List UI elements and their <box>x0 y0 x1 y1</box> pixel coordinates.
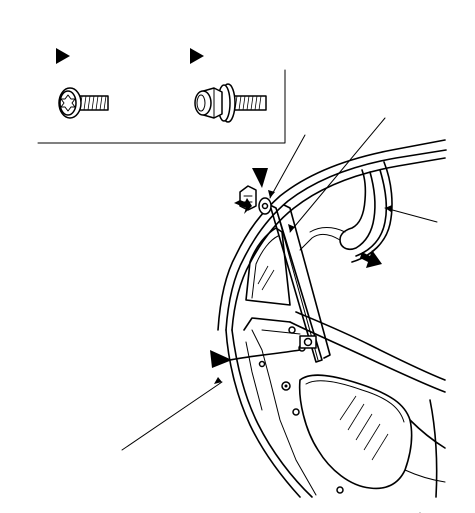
channel-lower-bolt-icon <box>299 335 317 349</box>
leader-2-arrowhead-icon <box>288 224 295 232</box>
door-frame-inner <box>225 149 447 331</box>
fastener-inset <box>37 48 286 144</box>
leader-4-arrowhead-icon <box>214 377 222 384</box>
torx-bolt-icon <box>58 87 109 119</box>
marker-triangle-top-icon <box>252 168 268 188</box>
marker-triangle-right-icon <box>190 48 204 64</box>
leader-4 <box>121 381 223 451</box>
door-frame-outer <box>217 139 446 331</box>
leader-2 <box>289 117 386 233</box>
panel-holes <box>258 326 344 494</box>
trim-edge-lower <box>404 469 446 483</box>
door-assembly <box>210 139 447 498</box>
callout-leaders <box>121 117 438 513</box>
trim-edge <box>409 419 446 449</box>
inset-border <box>37 69 286 144</box>
flange-bolt-icon <box>194 83 267 123</box>
body-edge-right <box>429 399 438 498</box>
leader-1-arrowhead-icon <box>268 190 275 198</box>
belt-line-upper <box>295 311 446 381</box>
door-frame-edge <box>231 157 446 331</box>
door-weatherstrip <box>299 161 393 263</box>
removal-arrow-right-icon <box>360 250 382 268</box>
marker-triangle-left-icon <box>56 48 70 64</box>
leader-3 <box>384 207 438 223</box>
window-glass <box>245 227 291 306</box>
regulator-opening <box>298 374 413 490</box>
leader-3-arrowhead-icon <box>385 205 392 212</box>
leader-1 <box>269 134 306 199</box>
glass-run-channel <box>269 204 331 363</box>
marker-triangle-middle-icon <box>210 350 232 368</box>
belt-line-lower <box>289 321 446 393</box>
marker-leader-middle <box>229 349 301 361</box>
removal-arrow-left-icon <box>234 198 252 214</box>
channel-upper-bolt-icon <box>258 197 272 215</box>
